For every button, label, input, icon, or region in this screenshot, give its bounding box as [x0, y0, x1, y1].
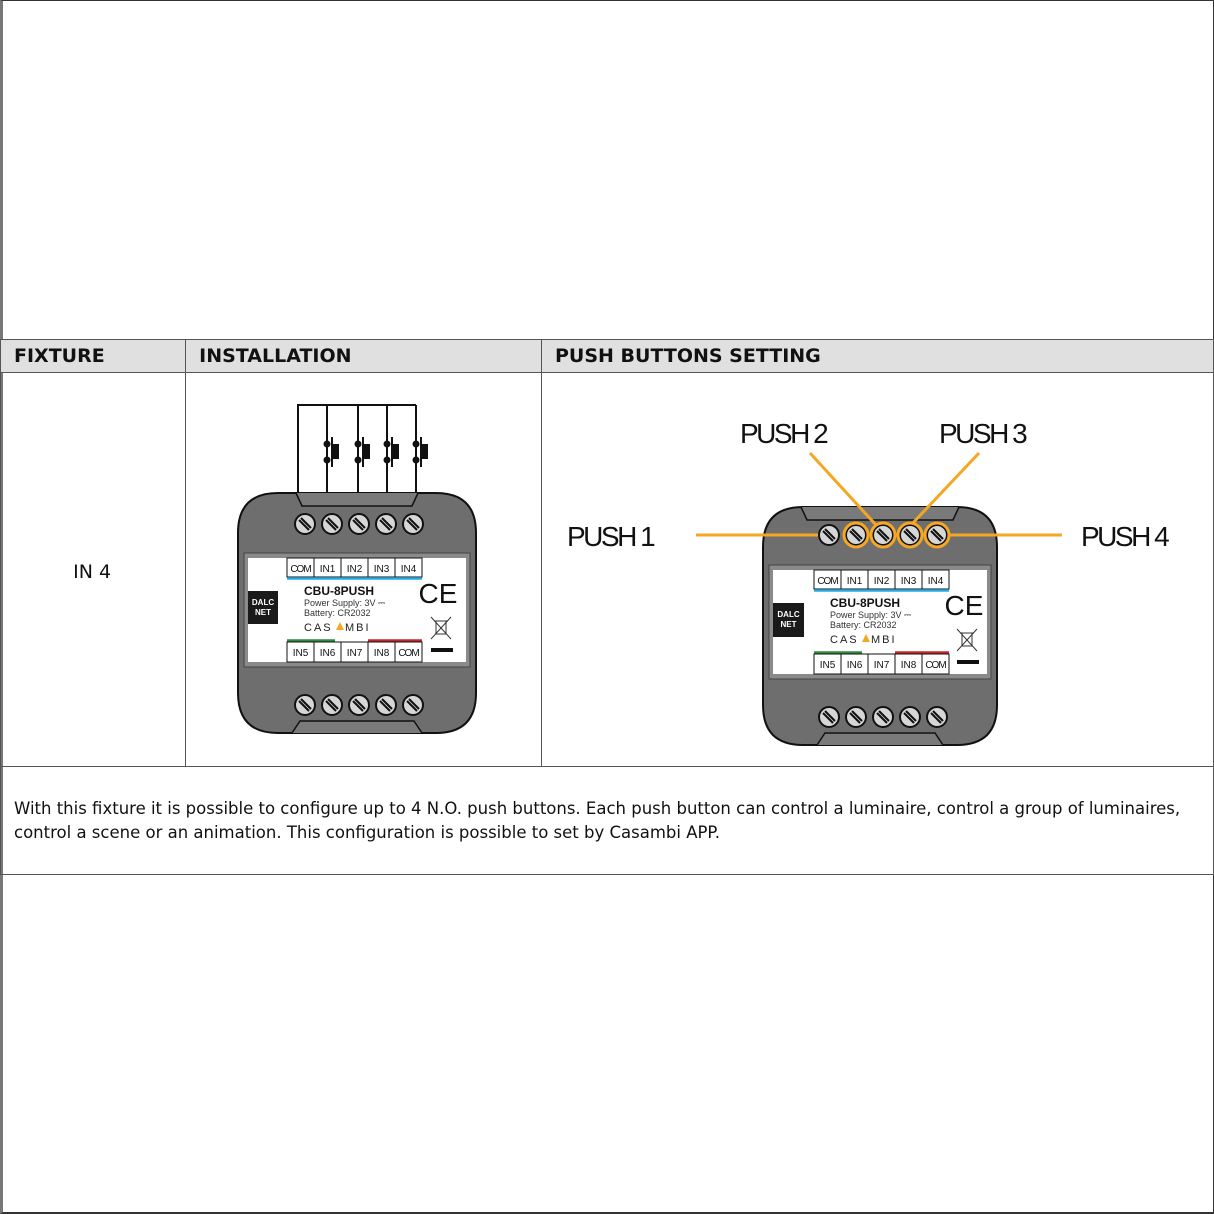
- terminal-label: IN6: [320, 648, 336, 659]
- push-button-symbols: [323, 437, 429, 467]
- top-screw-terminals: [294, 513, 425, 535]
- casambi-logo: CAS MBI: [830, 634, 897, 646]
- svg-text:MBI: MBI: [871, 634, 897, 646]
- push-2-label: PUSH 2: [740, 418, 828, 449]
- fixture-cell: IN 4: [0, 372, 187, 767]
- svg-text:IN2: IN2: [874, 576, 890, 587]
- push-buttons-setting-cell: PUSH 1 PUSH 2 PUSH 3 PUSH 4: [541, 372, 1214, 767]
- svg-text:DALC: DALC: [252, 598, 274, 607]
- battery-text: Battery: CR2032: [304, 608, 371, 618]
- svg-text:IN8: IN8: [901, 660, 917, 671]
- device-module-icon: COM IN1 IN2 IN3 IN4 DALC NET CBU-8PUSH P…: [762, 506, 998, 746]
- svg-text:CAS: CAS: [304, 622, 333, 634]
- terminal-label: IN1: [320, 564, 336, 575]
- svg-text:IN1: IN1: [847, 576, 863, 587]
- casambi-logo: CAS MBI: [304, 622, 371, 634]
- terminal-label: IN3: [374, 564, 390, 575]
- svg-text:IN6: IN6: [847, 660, 863, 671]
- header-push-buttons-setting: PUSH BUTTONS SETTING: [541, 339, 1214, 373]
- svg-text:NET: NET: [781, 620, 797, 629]
- description-row: With this fixture it is possible to conf…: [0, 766, 1214, 875]
- table-row: IN 4: [0, 372, 1214, 767]
- push-labels: PUSH 1 PUSH 2 PUSH 3 PUSH 4: [567, 418, 1172, 552]
- bottom-terminal-labels: IN5 IN6 IN7 IN8 COM: [286, 639, 423, 663]
- svg-text:COM: COM: [817, 576, 838, 587]
- push-4-label: PUSH 4: [1081, 521, 1169, 552]
- push-buttons-diagram: PUSH 1 PUSH 2 PUSH 3 PUSH 4: [567, 418, 1172, 746]
- dalcnet-logo: DALC NET: [248, 591, 279, 624]
- spec-table: FIXTURE INSTALLATION PUSH BUTTONS SETTIN…: [0, 339, 1214, 875]
- svg-text:IN4: IN4: [928, 576, 944, 587]
- weee-bin-icon: [956, 628, 979, 664]
- weee-bin-icon: [430, 616, 454, 652]
- svg-text:MBI: MBI: [345, 622, 371, 634]
- bottom-screw-terminals: [818, 706, 948, 728]
- top-terminal-labels: COM IN1 IN2 IN3 IN4: [286, 557, 423, 580]
- svg-text:DALC: DALC: [777, 610, 799, 619]
- svg-text:Battery: CR2032: Battery: CR2032: [830, 620, 897, 630]
- terminal-label: IN8: [374, 648, 390, 659]
- svg-text:COM: COM: [925, 660, 946, 671]
- push-highlight-rings: [842, 521, 951, 549]
- terminal-label: IN7: [347, 648, 363, 659]
- terminal-label: IN4: [401, 564, 417, 575]
- device-module-icon: COM IN1 IN2 IN3 IN4 DALC NET CBU-8PUSH P…: [237, 492, 478, 734]
- svg-text:CBU-8PUSH: CBU-8PUSH: [830, 596, 900, 610]
- table-header-row: FIXTURE INSTALLATION PUSH BUTTONS SETTIN…: [0, 339, 1214, 373]
- installation-cell: COM IN1 IN2 IN3 IN4 DALC NET CBU-8PUSH P…: [185, 372, 542, 767]
- header-fixture: FIXTURE: [0, 339, 187, 373]
- terminal-label: COM: [290, 564, 311, 575]
- push-3-label: PUSH 3: [939, 418, 1027, 449]
- installation-diagram: COM IN1 IN2 IN3 IN4 DALC NET CBU-8PUSH P…: [237, 404, 478, 734]
- push-1-label: PUSH 1: [567, 521, 655, 552]
- power-supply-text: Power Supply: 3V ⎓: [304, 598, 385, 608]
- ce-mark-icon: CE: [419, 578, 458, 609]
- top-screw-terminals: [818, 524, 948, 546]
- terminal-label: IN2: [347, 564, 363, 575]
- svg-text:IN7: IN7: [874, 660, 890, 671]
- fixture-value: IN 4: [73, 560, 112, 583]
- ce-mark-icon: CE: [945, 590, 984, 621]
- bottom-screw-terminals: [294, 694, 425, 716]
- model-name: CBU-8PUSH: [304, 584, 374, 598]
- svg-text:Power Supply: 3V ⎓: Power Supply: 3V ⎓: [830, 610, 911, 620]
- push-button-wiring: [297, 404, 418, 498]
- svg-text:NET: NET: [255, 608, 271, 617]
- svg-text:IN3: IN3: [901, 576, 917, 587]
- svg-text:IN5: IN5: [820, 660, 836, 671]
- svg-text:CAS: CAS: [830, 634, 859, 646]
- header-installation: INSTALLATION: [185, 339, 542, 373]
- terminal-label: COM: [398, 648, 419, 659]
- description-text: With this fixture it is possible to conf…: [0, 766, 1214, 875]
- dalcnet-logo: DALC NET: [773, 603, 804, 637]
- terminal-label: IN5: [293, 648, 309, 659]
- push-leader-lines: [696, 451, 1062, 537]
